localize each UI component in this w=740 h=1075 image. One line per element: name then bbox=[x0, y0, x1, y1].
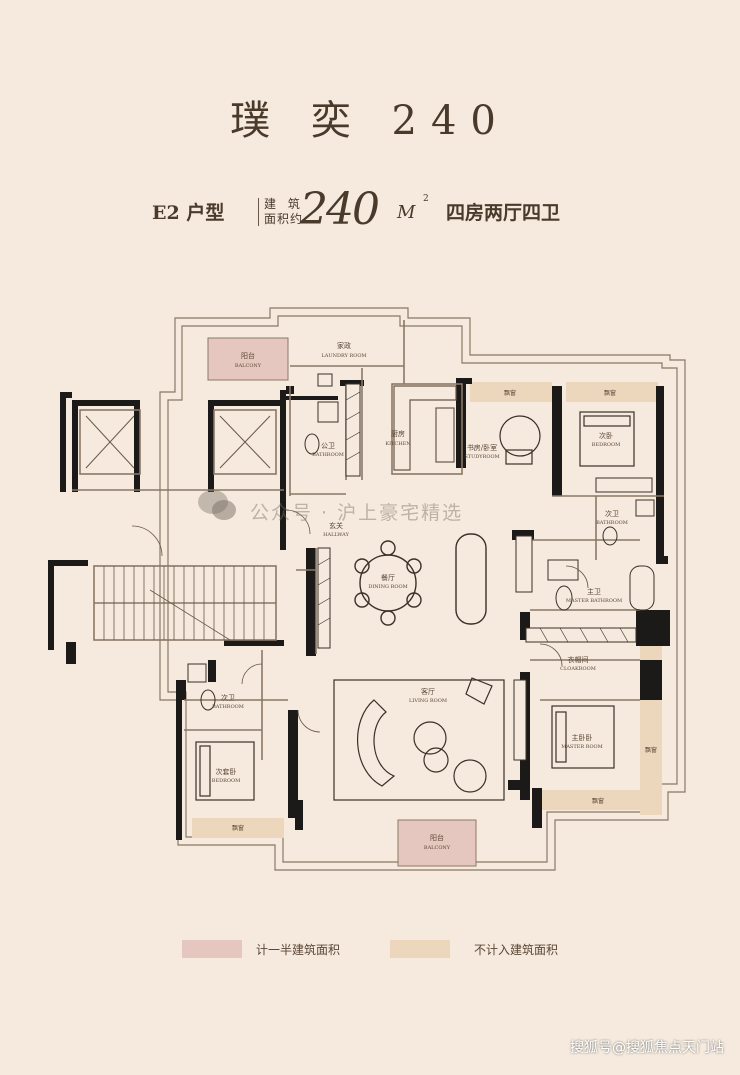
bay-bedroom-sw bbox=[192, 818, 284, 838]
balcony-top bbox=[207, 337, 289, 381]
stairs bbox=[103, 566, 265, 641]
legend-item-half: 计一半建筑面积 bbox=[182, 940, 382, 962]
label-balcony-top-cn: 阳台 bbox=[241, 351, 255, 360]
bay-study bbox=[470, 382, 552, 402]
label-dining-en: DINING ROOM bbox=[368, 584, 407, 590]
label-dining-cn: 餐厅 bbox=[381, 573, 395, 582]
label-study-en: STUDYROOM bbox=[464, 454, 499, 460]
label-hallway-cn: 玄关 bbox=[329, 521, 343, 530]
legend-item-excluded: 不计入建筑面积 bbox=[390, 940, 590, 962]
balcony-bottom bbox=[397, 819, 477, 867]
label-bay-sw: 飘窗 bbox=[232, 824, 244, 832]
legend-label-excluded: 不计入建筑面积 bbox=[474, 943, 559, 957]
label-bedroom-sw-cn: 次套卧 bbox=[216, 767, 237, 776]
label-bay-bed: 飘窗 bbox=[604, 389, 616, 397]
half-areas bbox=[207, 337, 477, 867]
kitchen-counter bbox=[393, 385, 457, 471]
unit-type: E2 户型 bbox=[152, 202, 225, 224]
label-bath-ne-en: BATHROOM bbox=[596, 520, 628, 526]
label-bay-study: 飘窗 bbox=[504, 389, 516, 397]
area-unit-sup: 2 bbox=[423, 194, 429, 204]
bay-master-bottom bbox=[540, 790, 660, 810]
label-living-cn: 客厅 bbox=[421, 687, 435, 696]
page-title: 璞 奕 240 bbox=[230, 98, 510, 144]
area-label-line2: 面积约 bbox=[264, 212, 304, 226]
wechat-icon bbox=[198, 490, 236, 520]
elevator-shafts bbox=[85, 415, 271, 469]
fixtures bbox=[187, 373, 655, 711]
footer-watermark: 搜狐号@搜狐焦点天门站 bbox=[570, 1040, 724, 1056]
label-bath-sw-en: BATHROOM bbox=[212, 704, 244, 710]
label-bath-sw-cn: 次卫 bbox=[221, 693, 235, 702]
unit-subtitle: E2 户型 建 筑 面积约 240 M 2 四房两厅四卫 bbox=[0, 184, 740, 240]
cabinets bbox=[317, 383, 653, 761]
bay-bedroom-ne bbox=[566, 382, 658, 402]
room-labels: 阳台 BALCONY 家政 LAUNDRY ROOM 公卫 BATHROOM 厨… bbox=[212, 341, 657, 851]
label-master-bed-en: MASTER ROOM bbox=[561, 744, 603, 750]
label-balcony-top-en: BALCONY bbox=[235, 363, 262, 369]
area-unit: M bbox=[397, 202, 416, 223]
label-bath-ne-cn: 次卫 bbox=[605, 509, 619, 518]
label-bay-master-bottom: 飘窗 bbox=[592, 797, 604, 805]
label-kitchen-en: KITCHEN bbox=[385, 441, 411, 447]
label-master-bed-cn: 主卧卧 bbox=[572, 733, 593, 742]
label-kitchen-cn: 厨房 bbox=[391, 429, 405, 438]
watermark-text: 公众号 · 沪上豪宅精选 bbox=[250, 502, 464, 524]
label-bath-top-cn: 公卫 bbox=[321, 442, 335, 450]
cabinet-hatch bbox=[317, 391, 629, 643]
label-bedroom-sw-en: BEDROOM bbox=[212, 778, 240, 784]
area-label-line1: 建 筑 bbox=[264, 197, 304, 211]
label-bedroom-ne-cn: 次卧 bbox=[599, 431, 613, 440]
room-layout: 四房两厅四卫 bbox=[446, 202, 561, 224]
dining-set bbox=[354, 540, 422, 626]
legend-label-half: 计一半建筑面积 bbox=[256, 943, 341, 957]
subtitle-divider bbox=[258, 198, 259, 226]
label-cloakroom-en: CLOAKROOM bbox=[560, 666, 596, 672]
label-bay-master-right: 飘窗 bbox=[645, 746, 657, 754]
legend-swatch-excluded bbox=[390, 940, 450, 958]
partitions bbox=[72, 320, 664, 760]
label-hallway-en: HALLWAY bbox=[323, 532, 349, 538]
label-master-bath-cn: 主卫 bbox=[587, 587, 601, 596]
door-swings bbox=[131, 509, 589, 733]
label-master-bath-en: MASTER BATHROOM bbox=[566, 598, 622, 604]
living-furniture bbox=[333, 677, 505, 801]
hallway-island bbox=[455, 533, 487, 625]
label-bedroom-ne-en: BEDROOM bbox=[592, 442, 620, 448]
label-balcony-bottom-cn: 阳台 bbox=[430, 833, 444, 842]
label-study-cn: 书房/卧室 bbox=[467, 443, 497, 452]
label-laundry-cn: 家政 bbox=[337, 341, 351, 350]
label-cloakroom-cn: 衣帽间 bbox=[568, 655, 589, 664]
label-balcony-bottom-en: BALCONY bbox=[424, 845, 451, 851]
label-laundry-en: LAUNDRY ROOM bbox=[321, 353, 366, 359]
label-living-en: LIVING ROOM bbox=[409, 698, 447, 704]
beds bbox=[195, 411, 635, 801]
label-bath-top-en: BATHROOM bbox=[312, 452, 344, 458]
area-value: 240 bbox=[300, 184, 380, 235]
legend-swatch-half bbox=[182, 940, 242, 958]
